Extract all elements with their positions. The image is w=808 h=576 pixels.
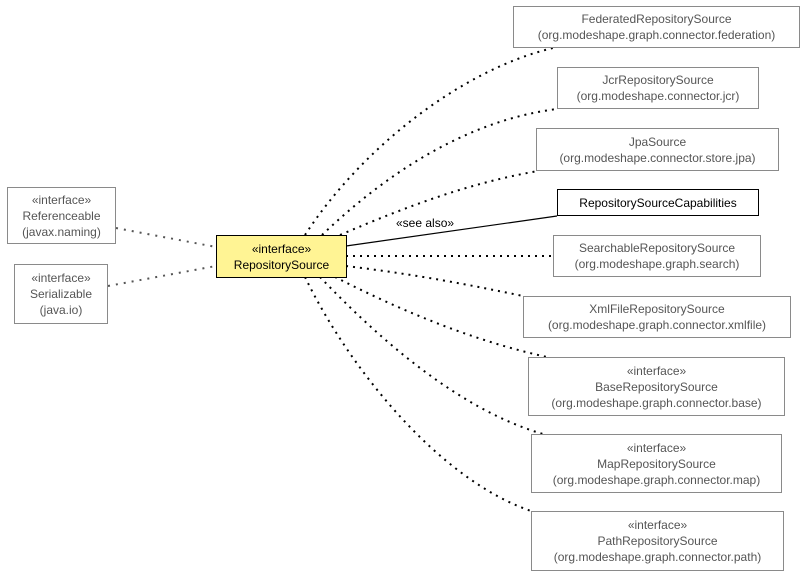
class-name: RepositorySourceCapabilities [579,195,737,210]
stereotype: «interface» [31,192,92,207]
node-repository-source-capabilities[interactable]: RepositorySourceCapabilities [557,189,759,216]
edge-jpa [339,170,539,236]
package-name: (java.io) [39,303,83,317]
stereotype: «interface» [31,271,91,285]
edge-serializable [107,265,217,287]
package-name: (org.modeshape.connector.store.jpa) [559,150,756,165]
class-name: Serializable [29,287,93,301]
node-repository-source[interactable]: «interface» RepositorySource [216,235,347,278]
edge-see-also [345,215,558,247]
edge-path [304,276,532,512]
node-map-repository-source[interactable]: «interface» MapRepositorySource (org.mod… [531,434,782,493]
stereotype: «interface» [626,440,687,455]
class-name: XmlFileRepositorySource [589,302,725,316]
package-name: (org.modeshape.graph.search) [574,257,740,271]
package-name: (org.modeshape.graph.connector.xmlfile) [547,318,767,332]
package-name: (javax.naming) [22,224,101,239]
package-name: (org.modeshape.connector.jcr) [576,89,740,103]
stereotype: «interface» [626,363,687,378]
package-name: (org.modeshape.graph.connector.base) [551,395,762,410]
edge-base [334,276,548,358]
node-xml-file-repository-source[interactable]: XmlFileRepositorySource (org.modeshape.g… [523,296,791,338]
node-serializable[interactable]: «interface» Serializable (java.io) [14,264,108,324]
package-name: (org.modeshape.graph.connector.federatio… [537,28,776,42]
edge-xmlfile [345,265,524,297]
class-name: SearchableRepositorySource [578,241,736,255]
stereotype: «interface» [251,241,312,256]
stereotype: «interface» [627,518,688,532]
package-name: (org.modeshape.graph.connector.path) [553,550,762,564]
class-name: JpaSource [628,134,687,149]
class-name: MapRepositorySource [597,456,716,471]
class-name: JcrRepositorySource [602,73,714,87]
class-name: BaseRepositorySource [595,379,718,394]
class-name: RepositorySource [233,257,330,272]
package-name: (org.modeshape.graph.connector.map) [552,472,761,487]
node-referenceable[interactable]: «interface» Referenceable (javax.naming) [7,187,116,244]
edge-jcr [321,108,558,236]
edge-map [319,276,544,435]
class-name: Referenceable [22,208,101,223]
edge-referenceable [115,227,217,248]
see-also-label: «see also» [396,216,455,230]
edge-federated [304,47,554,236]
node-path-repository-source[interactable]: «interface» PathRepositorySource (org.mo… [531,511,784,571]
node-federated-repository-source[interactable]: FederatedRepositorySource (org.modeshape… [513,6,800,48]
node-jpa-source[interactable]: JpaSource (org.modeshape.connector.store… [536,128,779,171]
node-searchable-repository-source[interactable]: SearchableRepositorySource (org.modeshap… [553,235,761,277]
node-base-repository-source[interactable]: «interface» BaseRepositorySource (org.mo… [528,357,785,416]
class-name: PathRepositorySource [597,534,718,548]
node-jcr-repository-source[interactable]: JcrRepositorySource (org.modeshape.conne… [557,67,759,109]
class-name: FederatedRepositorySource [581,12,732,26]
